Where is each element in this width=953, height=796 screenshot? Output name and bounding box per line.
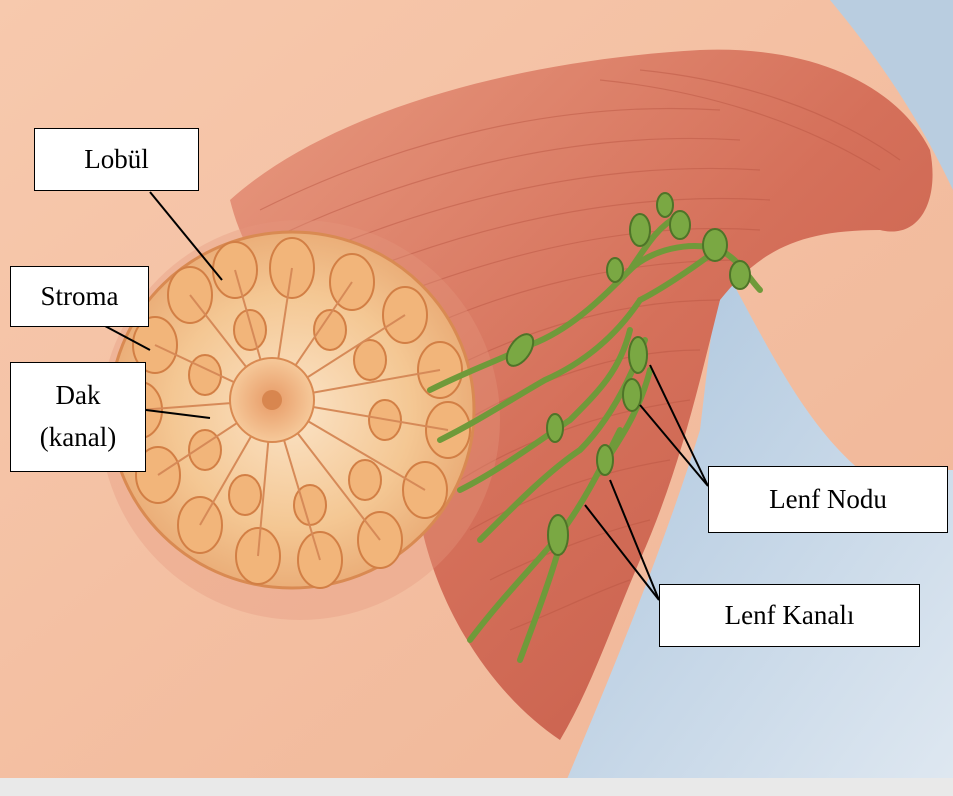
label-lenf-nodu: Lenf Nodu bbox=[708, 466, 948, 533]
label-lenf-nodu-text: Lenf Nodu bbox=[769, 479, 887, 521]
label-lobul-text: Lobül bbox=[84, 139, 149, 181]
label-dak: Dak (kanal) bbox=[10, 362, 146, 472]
bottom-band bbox=[0, 778, 953, 796]
label-lenf-kanali-text: Lenf Kanalı bbox=[725, 595, 855, 637]
label-stroma-text: Stroma bbox=[41, 276, 119, 318]
nipple-center bbox=[262, 390, 282, 410]
label-dak-line2: (kanal) bbox=[40, 417, 116, 459]
label-dak-line1: Dak bbox=[56, 375, 101, 417]
label-lobul: Lobül bbox=[34, 128, 199, 191]
label-stroma: Stroma bbox=[10, 266, 149, 327]
label-lenf-kanali: Lenf Kanalı bbox=[659, 584, 920, 647]
